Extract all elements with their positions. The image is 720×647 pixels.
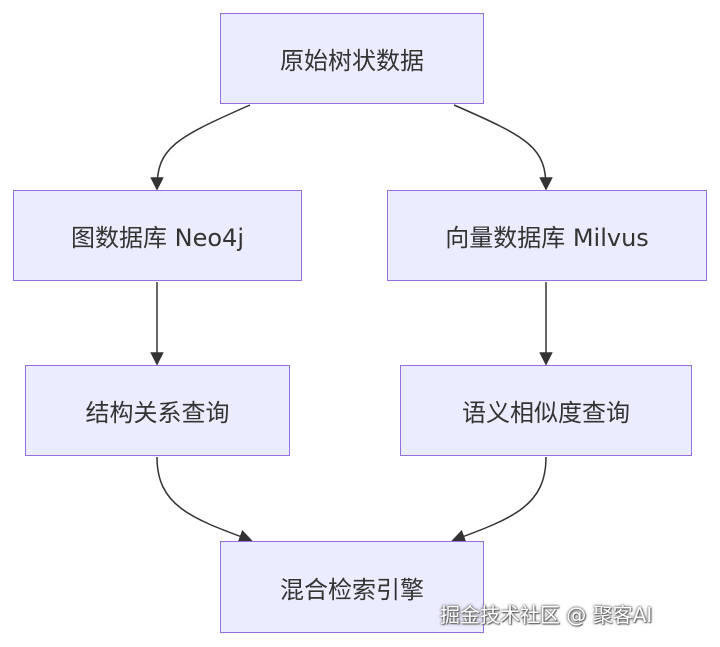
- node-semantic-query: 语义相似度查询: [400, 365, 692, 456]
- node-hybrid-engine: 混合检索引擎: [220, 541, 484, 633]
- edge-source-to-vector: [453, 104, 553, 191]
- edge-semantic-to-hybrid: [451, 456, 547, 543]
- node-graph-database: 图数据库 Neo4j: [13, 190, 302, 281]
- edge-source-to-graph: [150, 104, 251, 191]
- edge-structural-to-hybrid: [156, 456, 253, 543]
- node-source-data: 原始树状数据: [220, 13, 484, 104]
- node-structural-query: 结构关系查询: [25, 365, 290, 456]
- node-vector-database: 向量数据库 Milvus: [387, 190, 707, 281]
- watermark: 掘金技术社区 @ 聚客AI: [440, 603, 653, 627]
- node-graph-database-label: 图数据库 Neo4j: [71, 224, 244, 252]
- node-semantic-query-label: 语义相似度查询: [462, 399, 630, 427]
- node-vector-database-label: 向量数据库 Milvus: [445, 224, 649, 252]
- node-hybrid-engine-label: 混合检索引擎: [280, 575, 424, 604]
- node-source-data-label: 原始树状数据: [280, 47, 424, 75]
- node-structural-query-label: 结构关系查询: [85, 399, 230, 427]
